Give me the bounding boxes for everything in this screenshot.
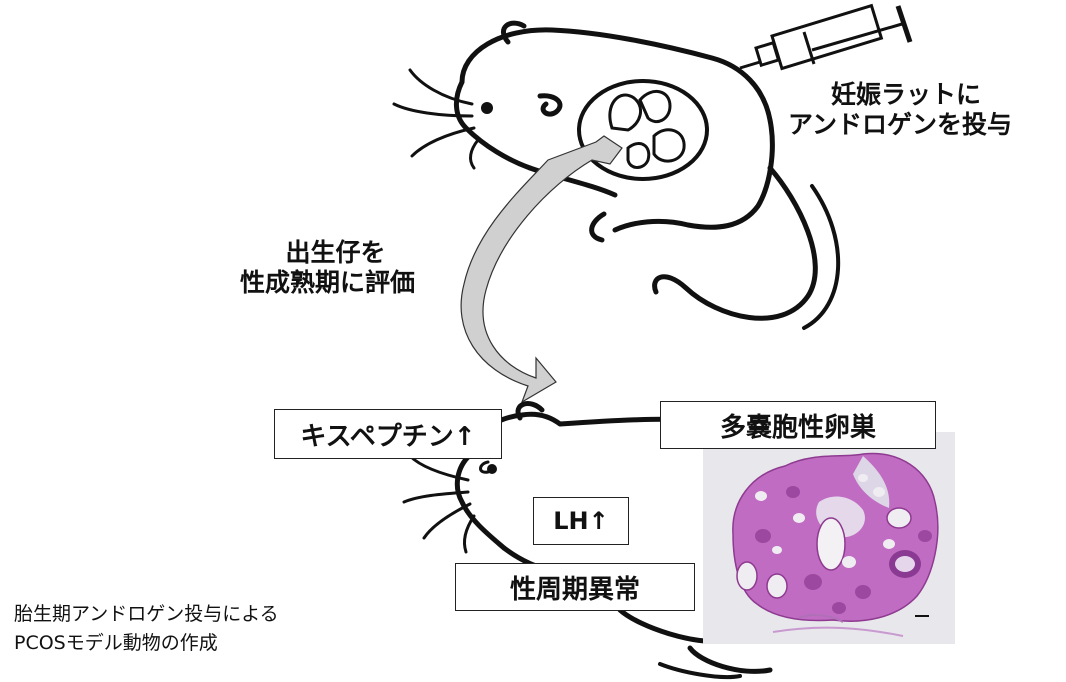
ovary-section-drawing <box>703 432 955 644</box>
syringe-icon <box>739 3 913 71</box>
lh-text: LH↑ <box>553 507 609 535</box>
estrous-cycle-box: 性周期異常 <box>455 563 695 611</box>
polycystic-ovary-text: 多嚢胞性卵巣 <box>719 412 876 443</box>
figure-caption: 胎生期アンドロゲン投与による PCOSモデル動物の作成 <box>14 600 279 659</box>
injection-label-line2: アンドロゲンを投与 <box>788 109 1013 139</box>
polycystic-ovary-box: 多嚢胞性卵巣 <box>660 401 936 449</box>
kisspeptin-box: キスペプチン↑ <box>274 409 502 459</box>
ovary-histology-image <box>703 432 955 644</box>
estrous-cycle-text: 性周期異常 <box>509 574 640 605</box>
offspring-rat-eye <box>487 464 497 474</box>
offspring-label-line1: 出生仔を <box>285 238 386 267</box>
caption-line2: PCOSモデル動物の作成 <box>14 632 218 655</box>
rat-eye <box>481 102 493 114</box>
offspring-arrow <box>460 135 623 404</box>
kisspeptin-text: キスペプチン↑ <box>300 421 476 452</box>
lh-box: LH↑ <box>533 497 629 545</box>
offspring-evaluation-label: 出生仔を 性成熟期に評価 <box>240 238 415 297</box>
injection-label: 妊娠ラットに アンドロゲンを投与 <box>788 80 1012 139</box>
offspring-label-line2: 性成熟期に評価 <box>240 267 416 297</box>
uterus-with-fetuses <box>577 79 709 181</box>
injection-label-line1: 妊娠ラットに <box>831 80 982 109</box>
caption-line1: 胎生期アンドロゲン投与による <box>14 603 279 625</box>
